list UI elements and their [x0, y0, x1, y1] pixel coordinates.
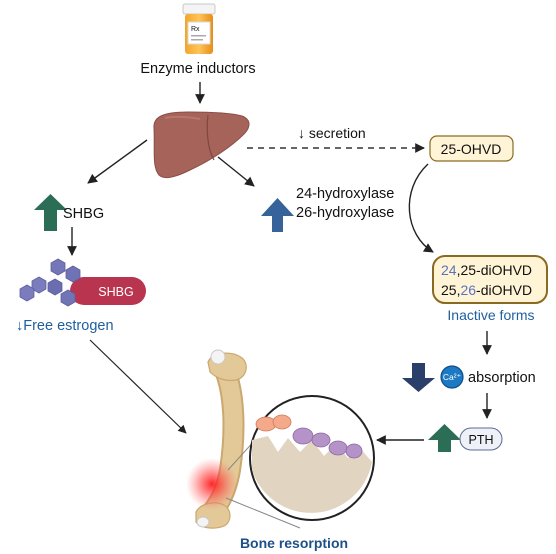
svg-text:25,26-diOHVD: 25,26-diOHVD — [441, 282, 532, 298]
arrow-estrogen-to-bone — [89, 339, 187, 434]
secretion-label: ↓ secretion — [298, 125, 366, 141]
shbg-protein-icon: SHBG — [19, 258, 146, 307]
up-arrow-shbg-icon — [34, 194, 67, 231]
diohvd-line1-suffix: ,25-diOHVD — [457, 262, 532, 278]
enzyme-inductors-label: Enzyme inductors — [140, 61, 255, 77]
pth-label: PTH — [469, 433, 494, 447]
bone-zoom-circle — [249, 395, 375, 521]
inflammation-glow — [186, 458, 238, 510]
arrow-ohvd-to-diohvd — [408, 163, 434, 253]
diohvd-line2-suffix: -diOHVD — [476, 282, 532, 298]
diohvd-line2-highlight: 26 — [460, 282, 476, 298]
arrow-liver-to-hydroxylase — [217, 156, 255, 187]
absorption-label: absorption — [468, 370, 536, 386]
diohvd-line2-prefix: 25, — [441, 282, 460, 298]
calcium-ion-icon: Ca²⁺ — [440, 365, 464, 389]
osteoclast-cells — [255, 414, 363, 459]
down-arrow-absorption-icon — [402, 363, 435, 392]
shbg-protein-label: SHBG — [98, 285, 133, 299]
arrow-liver-to-shbg — [87, 139, 148, 184]
diohvd-line1-prefix: 24 — [441, 262, 457, 278]
free-estrogen-label: ↓Free estrogen — [16, 318, 114, 334]
pth-box: PTH — [459, 427, 503, 451]
calcium-label: Ca²⁺ — [443, 372, 461, 382]
svg-text:24,25-diOHVD: 24,25-diOHVD — [441, 262, 532, 278]
liver-icon — [153, 111, 250, 178]
up-arrow-hydroxylase-icon — [261, 198, 294, 232]
ohvd25-label: 25-OHVD — [441, 141, 502, 157]
ohvd25-box: 25-OHVD — [429, 135, 514, 162]
hydroxylase24-label: 24-hydroxylase — [296, 186, 394, 202]
zoom-connector-bottom — [225, 497, 301, 529]
hydroxylase26-label: 26-hydroxylase — [296, 205, 394, 221]
diohvd-box: 24,25-diOHVD 25,26-diOHVD — [432, 255, 548, 304]
pill-bottle-icon: Rx — [182, 3, 216, 54]
up-arrow-pth-icon — [428, 424, 461, 452]
pill-bottle-label: Rx — [191, 26, 200, 33]
bone-resorption-label: Bone resorption — [240, 535, 348, 551]
inactive-forms-label: Inactive forms — [447, 307, 534, 323]
shbg-label: SHBG — [63, 206, 104, 222]
